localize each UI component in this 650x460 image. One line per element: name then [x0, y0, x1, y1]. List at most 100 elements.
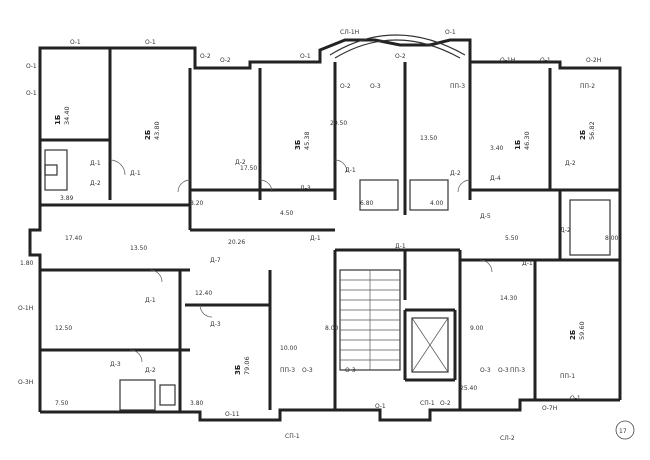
window-label: О-1 [26, 90, 37, 97]
window-label: СЛ-2 [500, 435, 515, 442]
dimension-label: 4.50 [280, 210, 294, 217]
dimension-label: 17.50 [240, 165, 257, 172]
window-label: О-3Н [18, 379, 33, 386]
door-arcs [109, 159, 493, 363]
window-label: О-3 [302, 367, 313, 374]
dimension-label: 1.80 [20, 260, 34, 267]
dimension-label: 5.50 [505, 235, 519, 242]
page-number: 17 [619, 428, 627, 435]
dimension-label: 8.20 [190, 200, 204, 207]
page-number-badge: 17 [615, 420, 635, 440]
room-area: 79.06 [243, 356, 251, 375]
bathroom-fixtures [44, 149, 611, 411]
dimension-label: 12.50 [55, 325, 72, 332]
dimension-label: 10.00 [280, 345, 297, 352]
dimension-label: 8.00 [605, 235, 619, 242]
window-label: ПП-2 [580, 83, 595, 90]
room-id: 3Б [234, 365, 242, 375]
room-id: 2Б [144, 130, 152, 140]
door-label-group: Д-1 Д-2 Д-1 Д-2 Д-3 Д-1 Д-2 Д-4 Д-2 Д-1 … [90, 159, 576, 374]
room-label-group: 1Б 34.40 2Б 43.80 3Б 45.38 2Б 56.82 1Б 4… [54, 106, 596, 375]
window-label: О-1 [570, 395, 581, 402]
door-label: Д-7 [210, 257, 221, 264]
window-label: О-1 [540, 57, 551, 64]
window-label: О-3 [480, 367, 491, 374]
room-id: 2Б [579, 130, 587, 140]
door-label: Д-2 [565, 160, 576, 167]
window-label: О-1Н [18, 305, 33, 312]
door-label: Д-3 [300, 185, 311, 192]
door-label: Д-3 [110, 361, 121, 368]
door-label: Д-2 [235, 159, 246, 166]
room-area: 46.30 [523, 131, 531, 150]
window-label: ПП-1 [560, 373, 575, 380]
dimension-label: 13.50 [130, 245, 147, 252]
dimension-label: 14.30 [500, 295, 517, 302]
window-label: О-7Н [542, 405, 557, 412]
dimension-label: 25.40 [460, 385, 477, 392]
room-id: 1Б [54, 115, 62, 125]
interior-walls [40, 48, 620, 412]
window-label: О-2 [440, 400, 451, 407]
window-label: ПП-3 [510, 367, 525, 374]
dimension-label-group: 3.89 20.26 12.50 7.50 17.50 20.50 13.50 … [20, 120, 619, 407]
window-label: СП-1 [420, 400, 435, 407]
window-label: О-1 [375, 403, 386, 410]
dimension-label: 20.50 [330, 120, 347, 127]
window-label: ПП-3 [450, 83, 465, 90]
door-label: Д-1 [310, 235, 321, 242]
room-area: 56.82 [588, 121, 596, 140]
window-label: О-1 [26, 63, 37, 70]
door-label: Д-1 [345, 167, 356, 174]
window-label: О-1 [70, 39, 81, 46]
room-id: 1Б [514, 140, 522, 150]
door-label: Д-1 [145, 297, 156, 304]
window-label: О-2 [220, 57, 231, 64]
door-label: Д-2 [450, 170, 461, 177]
window-label: СЛ-1Н [340, 29, 359, 36]
dimension-label: 3.89 [60, 195, 74, 202]
room-area: 34.40 [63, 106, 71, 125]
window-label: О-11 [225, 411, 240, 418]
dimension-label: 12.40 [195, 290, 212, 297]
dimension-label: 20.26 [228, 239, 245, 246]
door-label: Д-5 [480, 213, 491, 220]
staircase [339, 269, 401, 371]
dimension-label: 8.00 [325, 325, 339, 332]
window-label: О-3 [498, 367, 509, 374]
window-label: О-2 [200, 53, 211, 60]
dimension-label: 4.00 [430, 200, 444, 207]
window-label: СП-1 [285, 433, 300, 440]
dimension-label: 3.40 [490, 145, 504, 152]
window-label: О-2 [340, 83, 351, 90]
window-label: О-1 [300, 53, 311, 60]
dimension-label: 9.00 [470, 325, 484, 332]
dimension-label: 7.50 [55, 400, 69, 407]
window-label: О-1 [445, 29, 456, 36]
window-label: О-1 [145, 39, 156, 46]
window-label-group: О-1 О-1 О-1 О-1 О-2 О-1 О-2 СЛ-1Н О-1 О-… [18, 29, 601, 442]
room-area: 43.80 [153, 121, 161, 140]
room-id: 3Б [294, 140, 302, 150]
elevator-shaft [411, 317, 449, 373]
window-label: О-3 [345, 367, 356, 374]
room-id: 2Б [569, 330, 577, 340]
door-label: Д-2 [90, 180, 101, 187]
exterior-walls [28, 34, 622, 422]
door-label: Д-2 [560, 227, 571, 234]
door-label: Д-1 [130, 170, 141, 177]
door-label: Д-4 [490, 175, 501, 182]
dimension-label: 3.80 [190, 400, 204, 407]
dimension-label: 13.50 [420, 135, 437, 142]
room-area: 45.38 [303, 131, 311, 150]
window-label: О-2Н [586, 57, 601, 64]
room-area: 59.60 [578, 321, 586, 340]
door-label: Д-1 [395, 243, 406, 250]
window-label: О-3 [370, 83, 381, 90]
dimension-label: 6.80 [360, 200, 374, 207]
window-label: О-2 [395, 53, 406, 60]
door-label: Д-1 [90, 160, 101, 167]
door-label: Д-1 [522, 260, 533, 267]
door-label: Д-3 [210, 321, 221, 328]
